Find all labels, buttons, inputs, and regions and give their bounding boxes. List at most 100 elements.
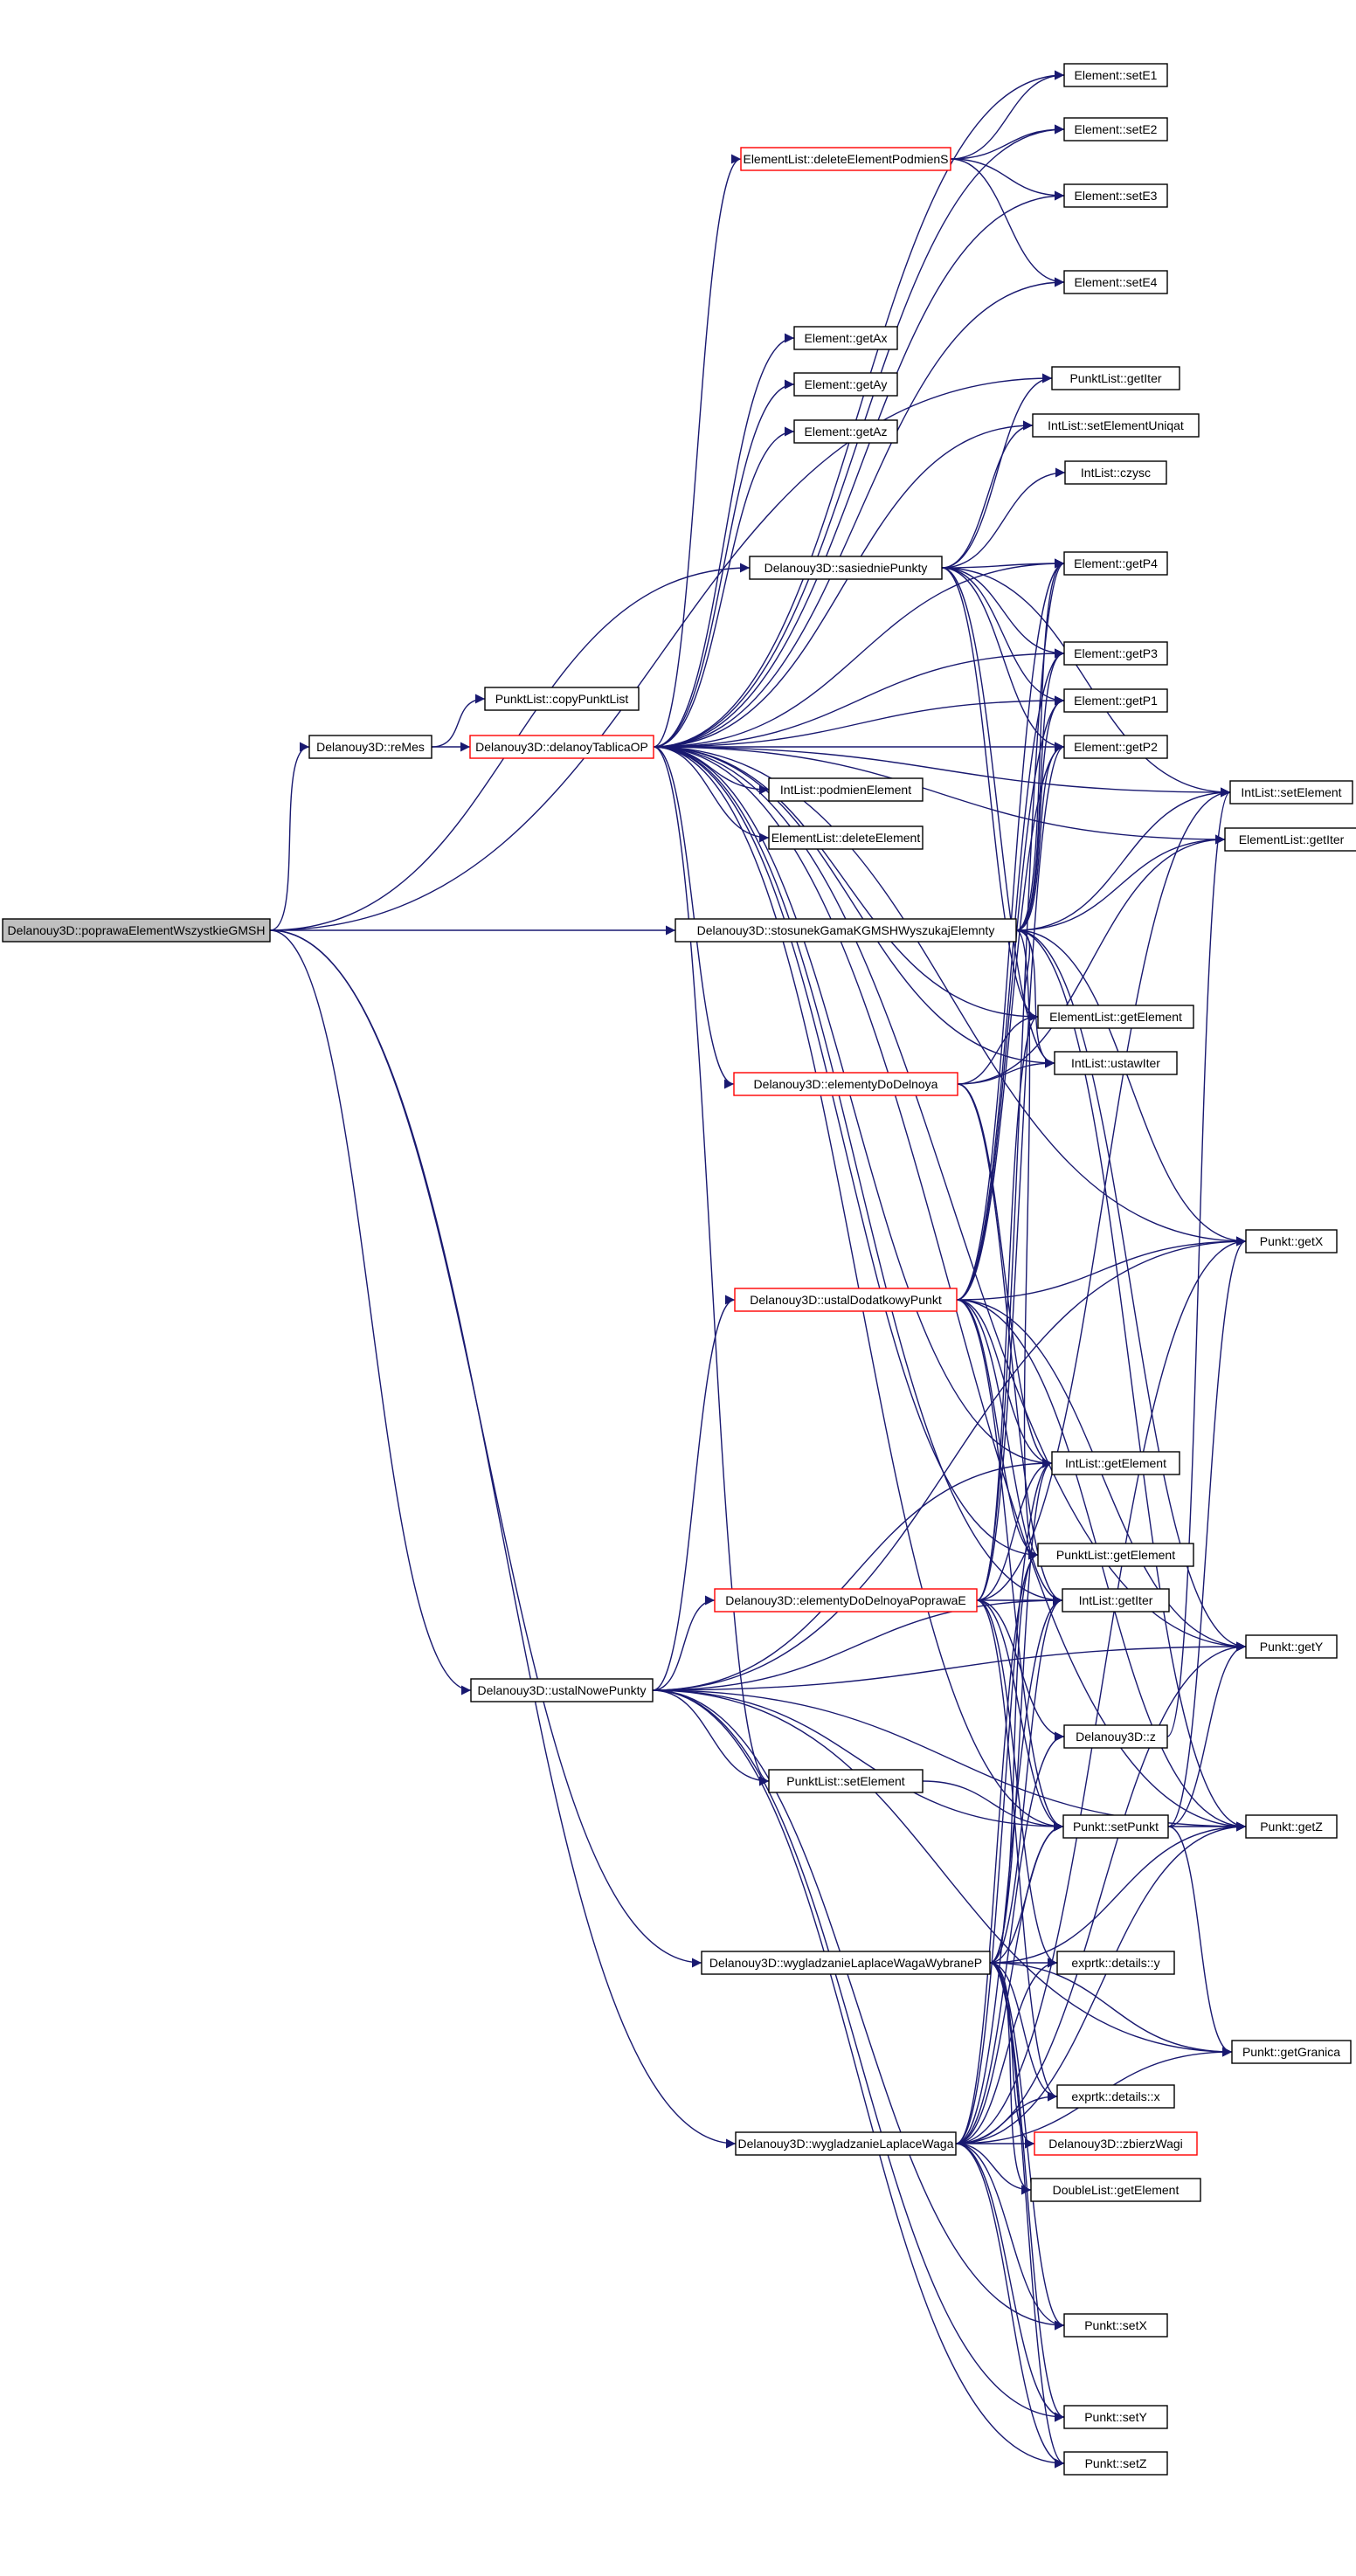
edge-ustal-nowe-punkty-to-ustal-dodatkowy-punkt: [652, 1295, 736, 1691]
node-get-p1[interactable]: Element::getP1: [1063, 688, 1168, 713]
node-copy-punkt-list[interactable]: PunktList::copyPunktList: [484, 687, 640, 711]
edge-delanoy-tablica-op-to-get-ay: [653, 379, 795, 748]
edge-wygladzanie-to-int-list-get-iter: [955, 1595, 1063, 2144]
edge-stosunek-to-element-list-get-iter: [1015, 834, 1226, 931]
node-set-x[interactable]: Punkt::setX: [1063, 2313, 1168, 2338]
node-label: Element::getP2: [1074, 740, 1158, 754]
node-wygladzanie[interactable]: Delanouy3D::wygladzanieLaplaceWaga: [735, 2131, 957, 2156]
edge-wygladzanie-wybrane-to-get-granica: [989, 1962, 1233, 2057]
node-ustal-nowe-punkty[interactable]: Delanouy3D::ustalNowePunkty: [470, 1678, 654, 1702]
node-get-ay[interactable]: Element::getAy: [793, 372, 898, 397]
node-get-z[interactable]: Punkt::getZ: [1245, 1814, 1338, 1839]
edge-wygladzanie-to-set-x: [955, 2143, 1065, 2331]
node-zbierz-wagi[interactable]: Delanouy3D::zbierzWagi: [1034, 2131, 1198, 2156]
edge-wygladzanie-wybrane-to-set-z: [989, 1962, 1065, 2469]
node-punkt-list-set-element[interactable]: PunktList::setElement: [768, 1769, 924, 1793]
node-details-y[interactable]: exprtk::details::y: [1056, 1951, 1175, 1975]
node-elementy-do-delnoya-poprawa-e[interactable]: Delanouy3D::elementyDoDelnoyaPoprawaE: [714, 1588, 978, 1613]
node-get-p3[interactable]: Element::getP3: [1063, 641, 1168, 666]
node-wygladzanie-wybrane[interactable]: Delanouy3D::wygladzanieLaplaceWagaWybran…: [701, 1951, 991, 1975]
node-label: Punkt::setY: [1084, 2410, 1147, 2424]
node-box: [735, 2131, 957, 2156]
node-label: PunktList::getIter: [1069, 371, 1161, 385]
node-box: [1063, 270, 1168, 294]
node-box: [1034, 2131, 1198, 2156]
node-box: [1054, 1051, 1178, 1075]
node-box: [740, 147, 951, 171]
edge-elementy-do-delnoya-to-int-list-get-element: [957, 1083, 1053, 1468]
edge-delete-element-podmien-s-to-set-e3: [950, 158, 1065, 201]
node-set-z[interactable]: Punkt::setZ: [1063, 2451, 1168, 2476]
node-get-y[interactable]: Punkt::getY: [1245, 1634, 1338, 1659]
edge-sasiednie-punkty-to-element-list-get-element: [941, 567, 1039, 1022]
edge-wygladzanie-to-double-list-get-element: [955, 2143, 1032, 2195]
node-int-list-get-iter[interactable]: IntList::getIter: [1062, 1588, 1170, 1613]
node-get-az[interactable]: Element::getAz: [793, 419, 898, 444]
node-label: Delanouy3D::reMes: [316, 740, 425, 754]
edge-root-to-wygladzanie: [269, 929, 737, 2149]
node-delete-element[interactable]: ElementList::deleteElement: [768, 825, 924, 850]
node-get-granica[interactable]: Punkt::getGranica: [1231, 2040, 1352, 2064]
node-root[interactable]: Delanouy3D::poprawaElementWszystkieGMSH: [2, 918, 271, 943]
node-label: ElementList::deleteElement: [771, 831, 921, 845]
node-delanoy-tablica-op[interactable]: Delanouy3D::delanoyTablicaOP: [469, 735, 654, 759]
node-element-list-get-element[interactable]: ElementList::getElement: [1037, 1005, 1194, 1029]
node-label: Element::getP1: [1074, 694, 1158, 708]
node-label: Punkt::setX: [1084, 2318, 1147, 2332]
node-element-list-get-iter[interactable]: ElementList::getIter: [1224, 827, 1356, 852]
node-get-p2[interactable]: Element::getP2: [1063, 735, 1168, 759]
node-int-list-get-element[interactable]: IntList::getElement: [1051, 1451, 1180, 1475]
edges: [269, 70, 1247, 2469]
node-set-y[interactable]: Punkt::setY: [1063, 2405, 1168, 2429]
edge-delanoy-tablica-op-to-set-e3: [653, 190, 1065, 748]
node-sasiednie-punkty[interactable]: Delanouy3D::sasiedniePunkty: [749, 556, 943, 580]
node-label: PunktList::setElement: [786, 1774, 905, 1788]
node-box: [1245, 1229, 1338, 1253]
edge-wygladzanie-wybrane-to-zbierz-wagi: [989, 1962, 1035, 2149]
node-czysc[interactable]: IntList::czysc: [1064, 460, 1167, 485]
edge-delete-element-podmien-s-to-set-e2: [950, 124, 1065, 160]
node-box: [1231, 2040, 1352, 2064]
node-details-x[interactable]: exprtk::details::x: [1056, 2084, 1175, 2109]
node-podmien-element[interactable]: IntList::podmienElement: [768, 777, 924, 802]
node-get-p4[interactable]: Element::getP4: [1063, 551, 1168, 576]
edge-elementy-do-delnoya-poprawa-e-to-set-punkt: [976, 1599, 1064, 1832]
node-get-ax[interactable]: Element::getAx: [793, 326, 898, 350]
node-set-e4[interactable]: Element::setE4: [1063, 270, 1168, 294]
node-label: Delanouy3D::delanoyTablicaOP: [475, 740, 648, 754]
edge-elementy-do-delnoya-to-int-list-get-iter: [957, 1083, 1063, 1606]
edge-delanoy-tablica-op-to-get-y: [653, 746, 1247, 1652]
node-ustal-dodatkowy-punkt[interactable]: Delanouy3D::ustalDodatkowyPunkt: [734, 1288, 958, 1312]
node-set-e1[interactable]: Element::setE1: [1063, 63, 1168, 87]
node-punkt-list-get-element[interactable]: PunktList::getElement: [1037, 1543, 1194, 1567]
node-get-x[interactable]: Punkt::getX: [1245, 1229, 1338, 1253]
node-punkt-list-get-iter[interactable]: PunktList::getIter: [1051, 366, 1180, 390]
node-elementy-do-delnoya[interactable]: Delanouy3D::elementyDoDelnoya: [733, 1072, 958, 1096]
node-int-list-set-element[interactable]: IntList::setElement: [1229, 780, 1353, 805]
node-box: [675, 918, 1017, 943]
node-label: Delanouy3D::elementyDoDelnoya: [754, 1077, 938, 1091]
node-re-mes[interactable]: Delanouy3D::reMes: [308, 735, 432, 759]
node-set-e3[interactable]: Element::setE3: [1063, 183, 1168, 208]
node-z[interactable]: Delanouy3D::z: [1063, 1724, 1168, 1749]
node-label: Punkt::getY: [1260, 1640, 1324, 1654]
node-double-list-get-element[interactable]: DoubleList::getElement: [1030, 2178, 1201, 2202]
edge-ustal-nowe-punkty-to-set-z: [652, 1689, 1065, 2469]
edge-sasiednie-punkty-to-set-element-uniqat: [941, 420, 1034, 569]
node-delete-element-podmien-s[interactable]: ElementList::deleteElementPodmienS: [740, 147, 951, 171]
node-label: IntList::setElementUniqat: [1048, 418, 1184, 432]
node-set-element-uniqat[interactable]: IntList::setElementUniqat: [1032, 413, 1200, 438]
node-stosunek[interactable]: Delanouy3D::stosunekGamaKGMSHWyszukajEle…: [675, 918, 1017, 943]
node-set-punkt[interactable]: Punkt::setPunkt: [1062, 1814, 1169, 1839]
node-box: [793, 372, 898, 397]
edge-delanoy-tablica-op-to-get-p4: [653, 558, 1065, 748]
node-box: [1056, 2084, 1175, 2109]
node-label: Delanouy3D::zbierzWagi: [1048, 2137, 1183, 2151]
node-set-e2[interactable]: Element::setE2: [1063, 117, 1168, 142]
node-label: Delanouy3D::poprawaElementWszystkieGMSH: [8, 923, 266, 937]
nodes: Delanouy3D::poprawaElementWszystkieGMSHD…: [2, 63, 1356, 2476]
edge-set-punkt-to-get-y: [1167, 1641, 1247, 1827]
node-ustaw-iter[interactable]: IntList::ustawIter: [1054, 1051, 1178, 1075]
edge-ustal-nowe-punkty-to-get-granica: [652, 1689, 1233, 2057]
edge-delanoy-tablica-op-to-get-ax: [653, 333, 795, 748]
